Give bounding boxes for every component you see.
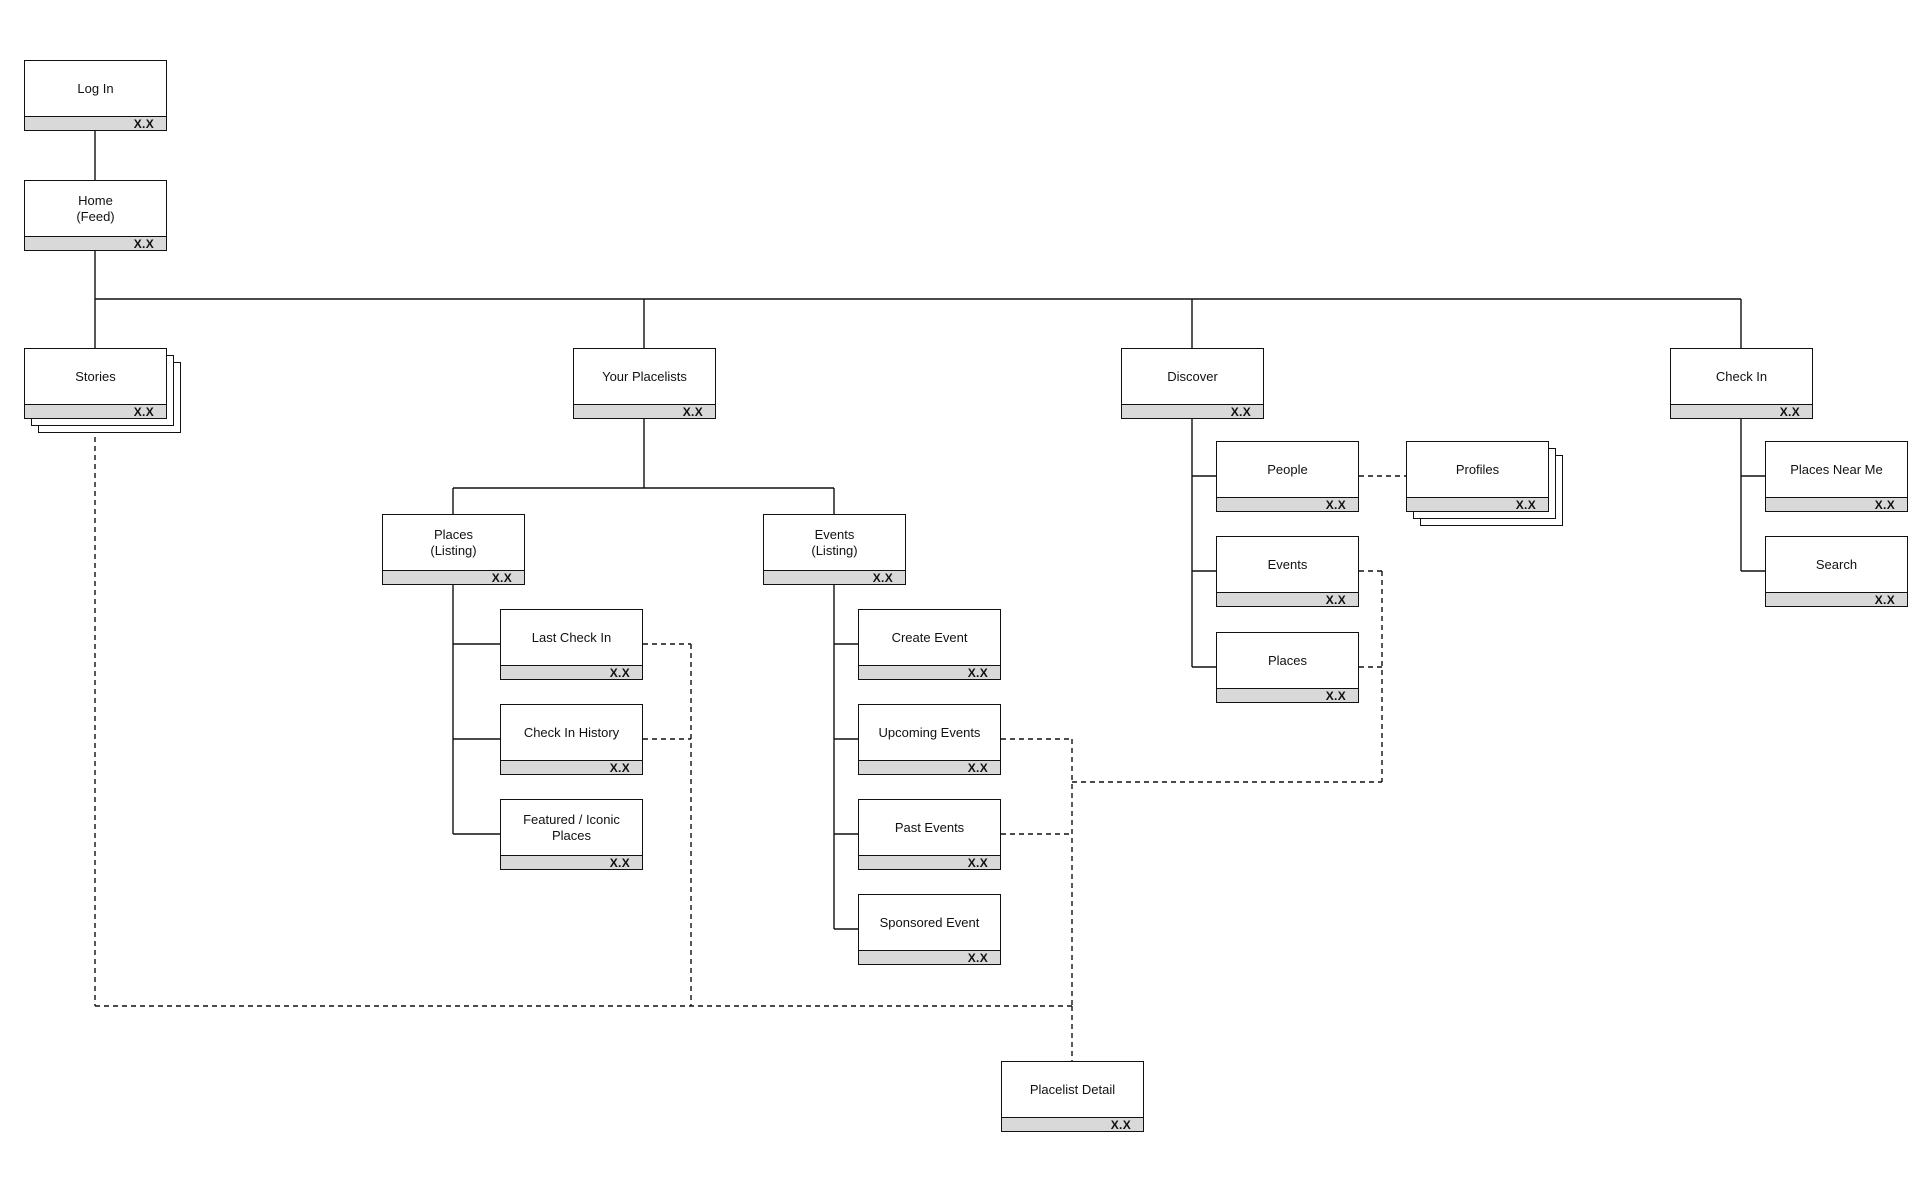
node-ref-number: X.X bbox=[1217, 592, 1358, 607]
node-ref-number: X.X bbox=[764, 570, 905, 585]
node-ref-number: X.X bbox=[1122, 404, 1263, 419]
node-title: Stories bbox=[75, 368, 116, 384]
page-card: Places Near Me X.X bbox=[1765, 441, 1908, 512]
node-ref-number: X.X bbox=[25, 236, 166, 251]
node-ref-number: X.X bbox=[1766, 592, 1907, 607]
node-ref-number: X.X bbox=[25, 116, 166, 131]
node-title: Events bbox=[1267, 556, 1308, 572]
node-title: Sponsored Event bbox=[879, 914, 980, 930]
node-title: Home (Feed) bbox=[76, 192, 115, 224]
node-title: Upcoming Events bbox=[878, 724, 981, 740]
page-card: Places (Listing) X.X bbox=[382, 514, 525, 585]
node-ref-number: X.X bbox=[383, 570, 524, 585]
node-title: Places bbox=[1267, 652, 1308, 668]
node-title: Events (Listing) bbox=[811, 526, 858, 558]
node-ref-number: X.X bbox=[1407, 497, 1548, 512]
page-card: Log In X.X bbox=[24, 60, 167, 131]
node-title: Log In bbox=[77, 80, 114, 96]
node-ref-number: X.X bbox=[574, 404, 715, 419]
node-title: Placelist Detail bbox=[1029, 1081, 1116, 1097]
node-ref-number: X.X bbox=[1217, 688, 1358, 703]
node-ref-number: X.X bbox=[501, 855, 642, 870]
page-card: Check In X.X bbox=[1670, 348, 1813, 419]
node-places-near-me[interactable]: Places Near Me X.X bbox=[1765, 441, 1908, 512]
node-ref-number: X.X bbox=[1002, 1117, 1143, 1132]
node-check-in[interactable]: Check In X.X bbox=[1670, 348, 1813, 419]
node-ref-number: X.X bbox=[1766, 497, 1907, 512]
node-title: Featured / Iconic Places bbox=[523, 811, 620, 843]
node-title: Your Placelists bbox=[602, 368, 687, 384]
node-ref-number: X.X bbox=[1217, 497, 1358, 512]
node-title: Discover bbox=[1167, 368, 1218, 384]
node-ref-number: X.X bbox=[501, 760, 642, 775]
node-home[interactable]: Home (Feed) X.X bbox=[24, 180, 167, 251]
node-title: Places (Listing) bbox=[430, 526, 477, 558]
node-ref-number: X.X bbox=[859, 855, 1000, 870]
page-card: Home (Feed) X.X bbox=[24, 180, 167, 251]
page-card: Last Check In X.X bbox=[500, 609, 643, 680]
node-title: Check In History bbox=[523, 724, 620, 740]
node-title: Create Event bbox=[891, 629, 968, 645]
node-title: Search bbox=[1815, 556, 1858, 572]
node-events-listing[interactable]: Events (Listing) X.X bbox=[763, 514, 906, 585]
node-title: Past Events bbox=[894, 819, 965, 835]
node-ref-number: X.X bbox=[859, 760, 1000, 775]
page-card: Events (Listing) X.X bbox=[763, 514, 906, 585]
node-ref-number: X.X bbox=[859, 950, 1000, 965]
node-title: Places Near Me bbox=[1790, 461, 1883, 477]
node-places-listing[interactable]: Places (Listing) X.X bbox=[382, 514, 525, 585]
node-title: Last Check In bbox=[531, 629, 612, 645]
node-title: Profiles bbox=[1455, 461, 1500, 477]
node-login[interactable]: Log In X.X bbox=[24, 60, 167, 131]
node-ref-number: X.X bbox=[1671, 404, 1812, 419]
node-title: Check In bbox=[1715, 368, 1768, 384]
node-ref-number: X.X bbox=[501, 665, 642, 680]
node-ref-number: X.X bbox=[25, 404, 166, 419]
node-ref-number: X.X bbox=[859, 665, 1000, 680]
node-last-check-in[interactable]: Last Check In X.X bbox=[500, 609, 643, 680]
node-title: People bbox=[1267, 461, 1308, 477]
